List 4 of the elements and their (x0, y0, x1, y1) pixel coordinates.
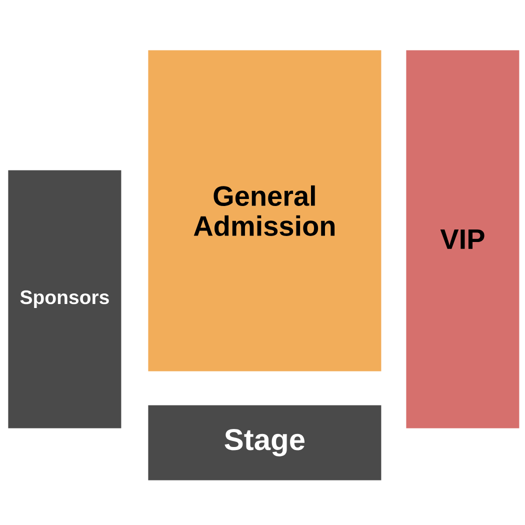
seating-section: VIP (406, 50, 520, 428)
seating-section: General Admission (148, 50, 382, 372)
stage-block: Stage (148, 405, 382, 480)
seating-section: Sponsors (8, 170, 122, 428)
